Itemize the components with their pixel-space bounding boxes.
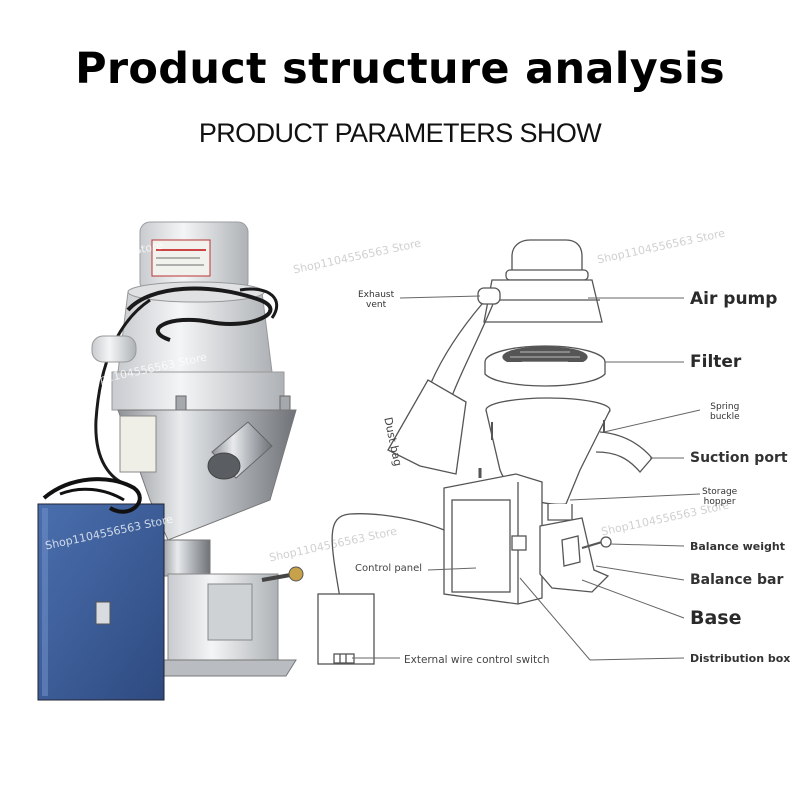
page-subtitle: PRODUCT PARAMETERS SHOW [198,118,602,148]
label-balance-weight: Balance weight [690,540,785,553]
label-base: Base [690,607,742,629]
label-storage-hopper: Storage hopper [702,487,738,507]
page-title: Product structure analysis [75,44,725,94]
structure-diagram [317,239,653,665]
label-suction-port: Suction port [690,450,788,466]
machine-photo [37,221,304,701]
label-balance-bar: Balance bar [690,572,784,588]
label-distribution-box: Distribution box [690,652,791,665]
label-filter: Filter [690,352,742,372]
leader-lines [352,295,701,661]
label-exhaust-vent: Exhaust vent [358,290,395,310]
label-external-switch: External wire control switch [404,654,550,666]
label-spring-buckle: Spring buckle [710,402,740,422]
label-control-panel: Control panel [355,563,423,574]
label-air-pump: Air pump [690,289,778,309]
